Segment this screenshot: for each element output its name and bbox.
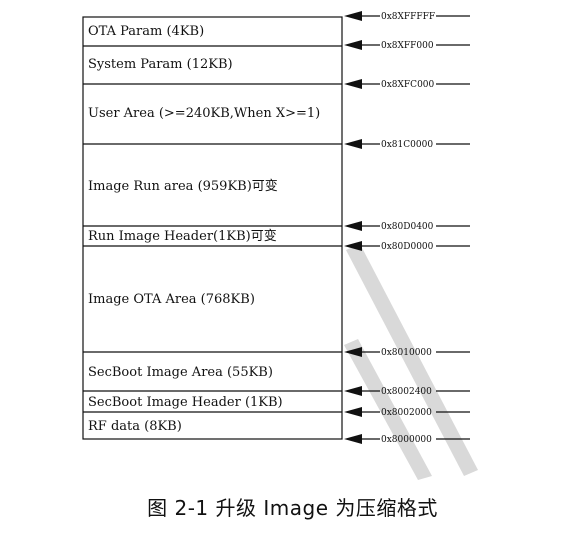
address-label: 0x8010000 xyxy=(381,348,432,358)
address-marker: 0x8XFFFFF xyxy=(344,11,470,22)
watermark-stripe-1 xyxy=(346,244,478,476)
arrow-head xyxy=(344,139,362,149)
memory-map-box xyxy=(82,16,343,440)
arrow-head xyxy=(344,241,362,251)
address-label: 0x8002000 xyxy=(381,408,432,418)
region-label: RF data (8KB) xyxy=(88,419,182,434)
address-label: 0x8XFC000 xyxy=(381,80,435,90)
address-marker: 0x80D0400 xyxy=(344,221,470,232)
address-label: 0x80D0400 xyxy=(381,222,434,232)
arrow-head xyxy=(344,40,362,50)
watermark-stripe-2 xyxy=(344,339,432,480)
address-marker: 0x8XFF000 xyxy=(344,40,470,51)
address-marker: 0x8002400 xyxy=(344,386,470,397)
watermark xyxy=(344,244,478,480)
arrow-head xyxy=(344,79,362,89)
arrow-head xyxy=(344,434,362,444)
region-label: System Param (12KB) xyxy=(88,57,233,72)
region-label: Image OTA Area (768KB) xyxy=(88,292,255,307)
memory-map-diagram: OTA Param (4KB) System Param (12KB) User A… xyxy=(82,11,478,480)
arrow-head xyxy=(344,11,362,21)
region-label: SecBoot Image Header (1KB) xyxy=(88,395,283,410)
address-marker: 0x81C0000 xyxy=(344,139,470,150)
arrow-head xyxy=(344,347,362,357)
address-marker: 0x8XFC000 xyxy=(344,79,470,90)
arrow-head xyxy=(344,407,362,417)
address-marker: 0x80D0000 xyxy=(344,241,470,252)
address-label: 0x80D0000 xyxy=(381,242,434,252)
address-label: 0x8XFF000 xyxy=(381,41,434,51)
regions-layer: OTA Param (4KB) System Param (12KB) User A… xyxy=(82,16,343,440)
arrow-head xyxy=(344,386,362,396)
address-label: 0x8000000 xyxy=(381,435,432,445)
arrow-head xyxy=(344,221,362,231)
address-label: 0x8XFFFFF xyxy=(381,12,435,22)
address-marker: 0x8002000 xyxy=(344,407,470,418)
address-markers: 0x8XFFFFF 0x8XFF000 0x8XFC000 0x81C0000 0x80… xyxy=(344,11,470,445)
region-label: Image Run area (959KB)可变 xyxy=(88,178,278,194)
address-marker: 0x8000000 xyxy=(344,434,470,445)
address-label: 0x8002400 xyxy=(381,387,432,397)
region-label: Run Image Header(1KB)可变 xyxy=(88,228,277,244)
region-label: User Area (>=240KB,When X>=1) xyxy=(88,106,320,121)
address-marker: 0x8010000 xyxy=(344,347,470,358)
region-label: SecBoot Image Area (55KB) xyxy=(88,365,273,380)
region-label: OTA Param (4KB) xyxy=(88,24,204,39)
address-label: 0x81C0000 xyxy=(381,140,433,150)
figure-caption: 图 2-1 升级 Image 为压缩格式 xyxy=(147,496,438,520)
